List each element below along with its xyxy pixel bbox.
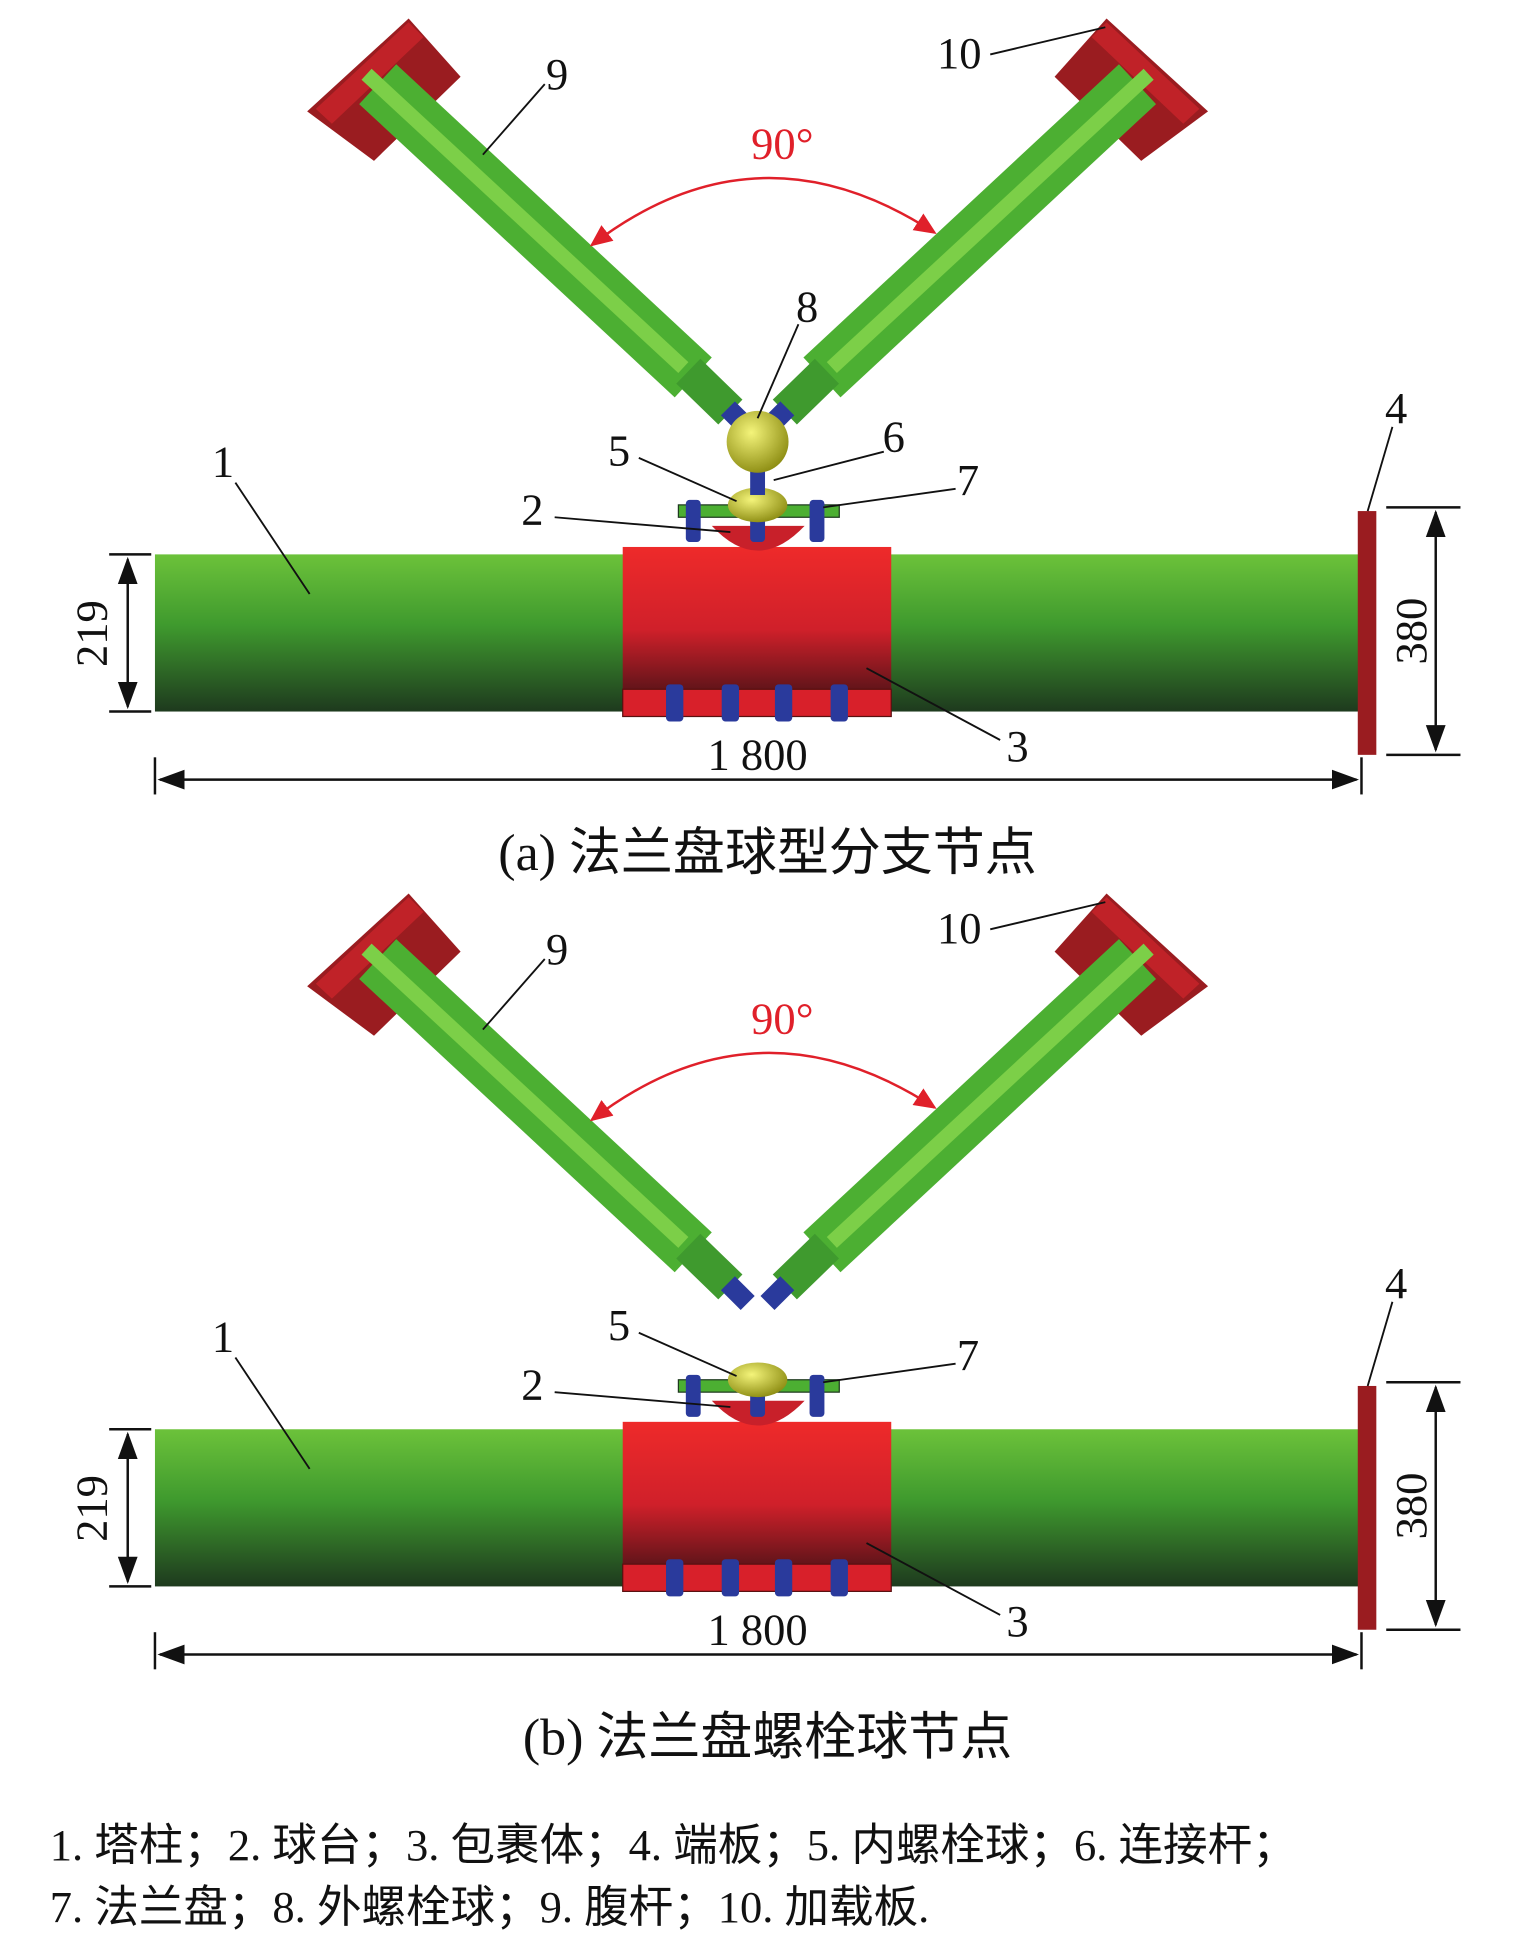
- sleeve-plate: [622, 688, 892, 718]
- bolt: [666, 684, 684, 722]
- leader-line-1: [234, 1356, 311, 1470]
- part-label-2: 2: [521, 485, 543, 535]
- leader-line-3: [866, 667, 1001, 741]
- part-label-6: 6: [883, 412, 905, 462]
- dim-plate-label: 380: [1386, 598, 1436, 665]
- bolt: [721, 684, 740, 722]
- bolt: [721, 1559, 740, 1597]
- leader-line-7: [823, 487, 956, 509]
- connector-left: [720, 1276, 755, 1311]
- panel-caption: (a) 法兰盘球型分支节点: [498, 825, 1036, 882]
- web-member-taper-right: [772, 358, 839, 425]
- panel-a: 90° 219 380 1 800 1 2 3 4 5 6 7 8 9 10 (a) 法兰盘球型分支节点: [67, 18, 1461, 882]
- part-label-10: 10: [937, 28, 982, 78]
- part-label-10: 10: [937, 903, 982, 953]
- bolt: [774, 1559, 793, 1597]
- legend-line-2: 7. 法兰盘；8. 外螺栓球；9. 腹杆；10. 加载板.: [50, 1882, 929, 1932]
- flange-bolt: [809, 499, 825, 543]
- leader-line-4: [1366, 426, 1394, 512]
- part-label-8: 8: [796, 282, 818, 332]
- part-label-4: 4: [1385, 383, 1407, 433]
- bolt: [666, 1559, 684, 1597]
- leader-line-3: [866, 1542, 1001, 1616]
- leader-line-6: [773, 450, 885, 482]
- panel-caption: (b) 法兰盘螺栓球节点: [523, 1710, 1012, 1767]
- leader-line-2: [554, 516, 731, 534]
- web-member-highlight-left: [361, 68, 689, 373]
- leader-line-4: [1366, 1301, 1394, 1387]
- web-member-highlight-right: [826, 943, 1154, 1248]
- bolt: [830, 684, 848, 722]
- part-label-1: 1: [212, 436, 234, 486]
- leader-line-10: [990, 901, 1106, 931]
- inner-bolt-ball: [727, 1362, 788, 1398]
- part-label-4: 4: [1385, 1258, 1407, 1308]
- angle-label: 90°: [751, 993, 813, 1043]
- sleeve-plate: [622, 1563, 892, 1592]
- part-label-9: 9: [546, 49, 568, 99]
- leader-line-9: [482, 83, 546, 156]
- dim-length-label: 1 800: [707, 730, 807, 780]
- wrapping-body: [622, 546, 892, 712]
- part-label-7: 7: [957, 1330, 979, 1380]
- part-label-5: 5: [608, 1300, 630, 1350]
- bolt: [830, 1559, 848, 1597]
- part-label-7: 7: [957, 455, 979, 505]
- web-member-taper-right: [772, 1233, 839, 1300]
- leader-line-5: [638, 457, 737, 503]
- part-label-3: 3: [1006, 1596, 1028, 1646]
- flange-bolt: [809, 1374, 825, 1417]
- part-label-3: 3: [1006, 721, 1028, 771]
- angle-arc: [589, 176, 937, 247]
- outer-bolt-ball: [726, 410, 789, 473]
- dim-diameter-label: 219: [67, 1475, 117, 1542]
- part-label-2: 2: [521, 1360, 543, 1410]
- web-member-highlight-left: [361, 943, 689, 1248]
- legend-line-1: 1. 塔柱；2. 球台；3. 包裹体；4. 端板；5. 内螺栓球；6. 连接杆；: [50, 1820, 1297, 1870]
- dim-length-label: 1 800: [707, 1605, 807, 1655]
- part-label-9: 9: [546, 924, 568, 974]
- flange-bolt: [685, 1374, 701, 1417]
- leader-line-9: [482, 958, 546, 1031]
- angle-label: 90°: [751, 118, 813, 168]
- leader-line-8: [756, 323, 800, 419]
- leader-line-10: [990, 26, 1106, 56]
- dim-diameter-label: 219: [67, 600, 117, 667]
- flange-bolt: [685, 499, 701, 543]
- part-label-5: 5: [608, 425, 630, 475]
- connector-right: [760, 1276, 795, 1311]
- angle-arc: [589, 1051, 937, 1122]
- inner-bolt-ball: [727, 487, 788, 523]
- leader-line-7: [823, 1362, 956, 1384]
- web-member-taper-left: [676, 1233, 743, 1300]
- bolt: [774, 684, 793, 722]
- panel-b: 90° 219 380 1 800 1 2 3 4 5 7 9 10 (b) 法兰盘螺栓球节点: [67, 893, 1461, 1767]
- leader-line-2: [554, 1391, 731, 1408]
- wrapping-body: [622, 1421, 892, 1587]
- part-label-1: 1: [212, 1311, 234, 1361]
- leader-line-5: [638, 1331, 737, 1377]
- web-member-taper-left: [676, 358, 743, 425]
- end-plate: [1357, 1385, 1377, 1630]
- leader-line-1: [234, 482, 311, 595]
- end-plate: [1357, 511, 1377, 755]
- dim-plate-label: 380: [1386, 1473, 1436, 1540]
- web-member-highlight-right: [826, 68, 1154, 373]
